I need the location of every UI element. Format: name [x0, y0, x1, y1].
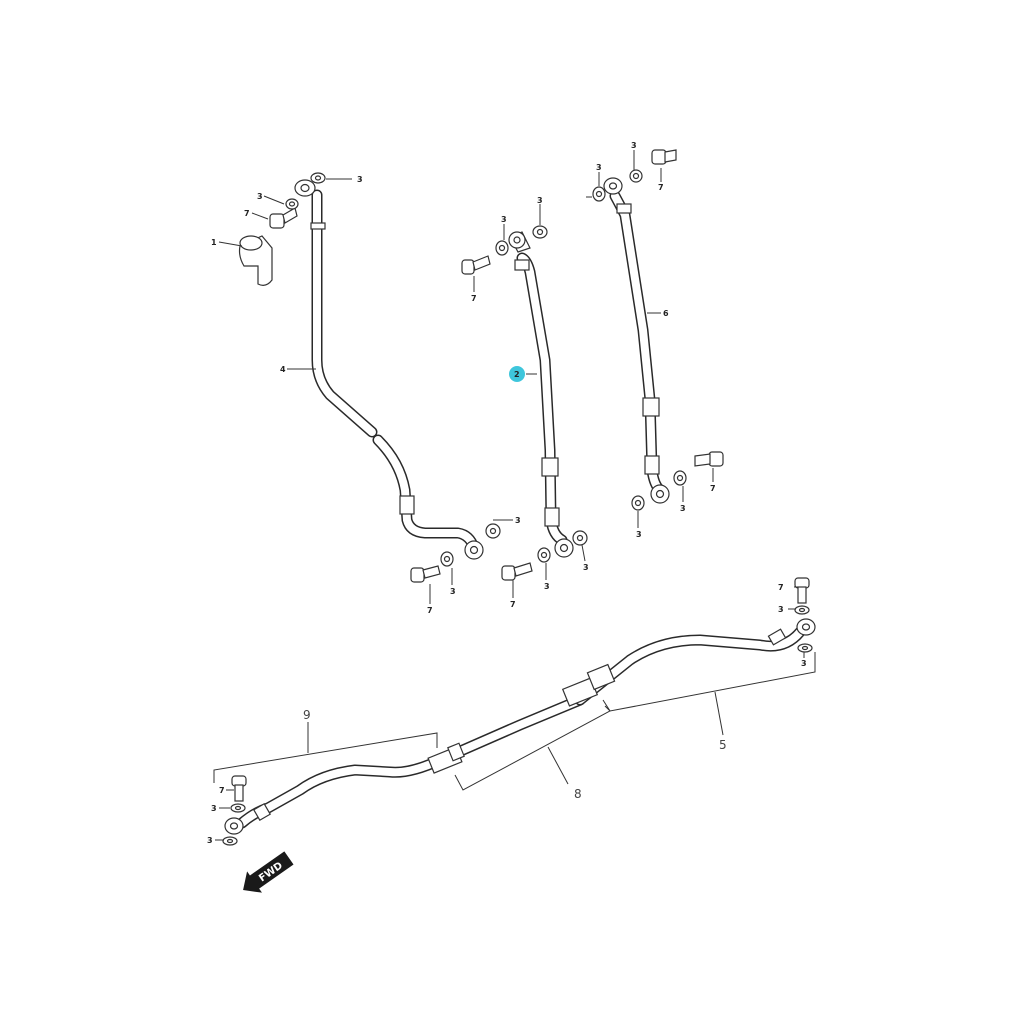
callout-2: 2 [514, 370, 520, 379]
bolt-icon [269, 207, 298, 229]
hose-8 [427, 694, 586, 774]
callout-3: 3 [636, 530, 642, 539]
callout-3: 3 [257, 192, 263, 201]
callout-7: 7 [471, 294, 477, 303]
callout-7: 7 [244, 209, 250, 218]
part-1-cap [238, 235, 273, 286]
callout-6: 6 [663, 309, 669, 318]
callout-3: 3 [596, 163, 602, 172]
bolt-icon [694, 451, 724, 467]
hose-9 [224, 754, 446, 835]
callout-7: 7 [427, 606, 433, 615]
callout-7: 7 [219, 786, 225, 795]
bolt-icon [501, 562, 533, 581]
callout-7: 7 [658, 183, 664, 192]
hose-2 [508, 231, 574, 558]
callout-3: 3 [207, 836, 213, 845]
highlight-marker-icon [509, 366, 525, 382]
bolt-icon [461, 255, 491, 275]
callout-3: 3 [583, 563, 589, 572]
callout-7: 7 [710, 484, 716, 493]
callout-3: 3 [778, 605, 784, 614]
callout-3: 3 [680, 504, 686, 513]
callout-3: 3 [801, 659, 807, 668]
callout-9: 9 [303, 708, 311, 722]
callout-3: 3 [211, 804, 217, 813]
bolt-icon [794, 577, 810, 604]
callout-8: 8 [574, 787, 582, 801]
callout-1: 1 [211, 238, 217, 247]
leader-lines [213, 150, 816, 841]
callout-3: 3 [537, 196, 543, 205]
hose-6 [603, 177, 670, 504]
callout-5: 5 [719, 738, 727, 752]
hose-4 [294, 179, 484, 560]
bolt-icon [231, 775, 247, 802]
callout-3: 3 [501, 215, 507, 224]
hose-5 [561, 618, 816, 707]
fwd-arrow-icon: FWD [243, 851, 294, 893]
callout-labels: 1 3 3 7 4 3 3 7 3 3 7 6 2 7 3 3 3 7 3 7 … [207, 141, 807, 845]
bolt-icon [651, 149, 677, 165]
callout-4: 4 [280, 365, 286, 374]
washer-icon [222, 169, 813, 846]
callout-3: 3 [515, 516, 521, 525]
callout-7: 7 [510, 600, 516, 609]
callout-3: 3 [631, 141, 637, 150]
callout-7: 7 [778, 583, 784, 592]
bolt-icon [410, 565, 441, 583]
callout-3: 3 [544, 582, 550, 591]
callout-3: 3 [450, 587, 456, 596]
callout-3: 3 [357, 175, 363, 184]
